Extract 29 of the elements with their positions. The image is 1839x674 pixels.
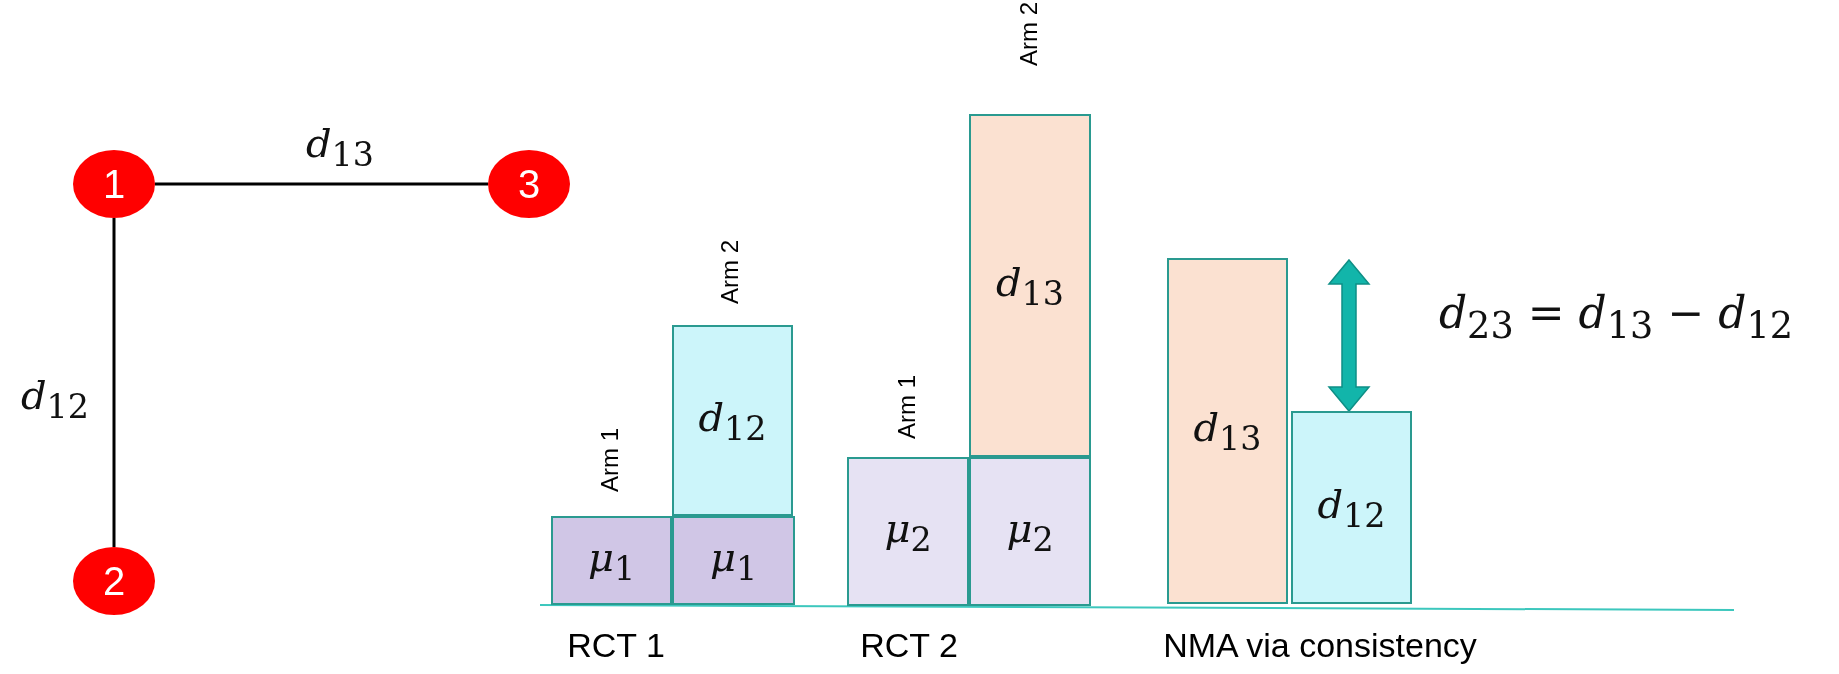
arm-label: Arm 2 xyxy=(716,240,744,304)
bar-segment xyxy=(672,516,795,605)
bar-label: d$_{12}$ xyxy=(1317,480,1386,535)
bar-label: d$_{13}$ xyxy=(1193,404,1262,458)
bar-label: μ$_{2}$ xyxy=(884,504,932,559)
bar-label: μ$_{1}$ xyxy=(587,533,636,588)
bar-label: μ$_{1}$ xyxy=(709,533,758,588)
bar-segment xyxy=(969,114,1091,457)
axis-label: RCT 1 xyxy=(567,625,665,665)
bar-segment xyxy=(847,457,969,606)
formula-text: d$_{23}$ = d$_{13}$ − d$_{12}$ xyxy=(1438,287,1794,347)
arm-label: Arm 1 xyxy=(596,428,624,492)
bar-segment xyxy=(1167,258,1288,604)
bar-label: d$_{12}$ xyxy=(698,393,767,448)
connector-line xyxy=(155,182,488,186)
arm-label: Arm 1 xyxy=(893,375,921,439)
connector-line xyxy=(112,218,116,547)
arm-label: Arm 2 xyxy=(1015,2,1043,66)
bar-label: d$_{13}$ xyxy=(996,258,1064,313)
bar-segment xyxy=(969,457,1091,606)
node-number: 1 xyxy=(102,161,126,207)
bar-segment xyxy=(1291,411,1412,604)
node-number: 3 xyxy=(517,161,541,207)
bar-label: μ$_{2}$ xyxy=(1006,504,1054,559)
axis-label: NMA via consistency xyxy=(1163,625,1477,665)
axis-label: RCT 2 xyxy=(860,625,958,665)
bar-segment xyxy=(672,325,793,516)
bar-segment xyxy=(551,516,672,605)
node-number: 2 xyxy=(102,558,126,604)
